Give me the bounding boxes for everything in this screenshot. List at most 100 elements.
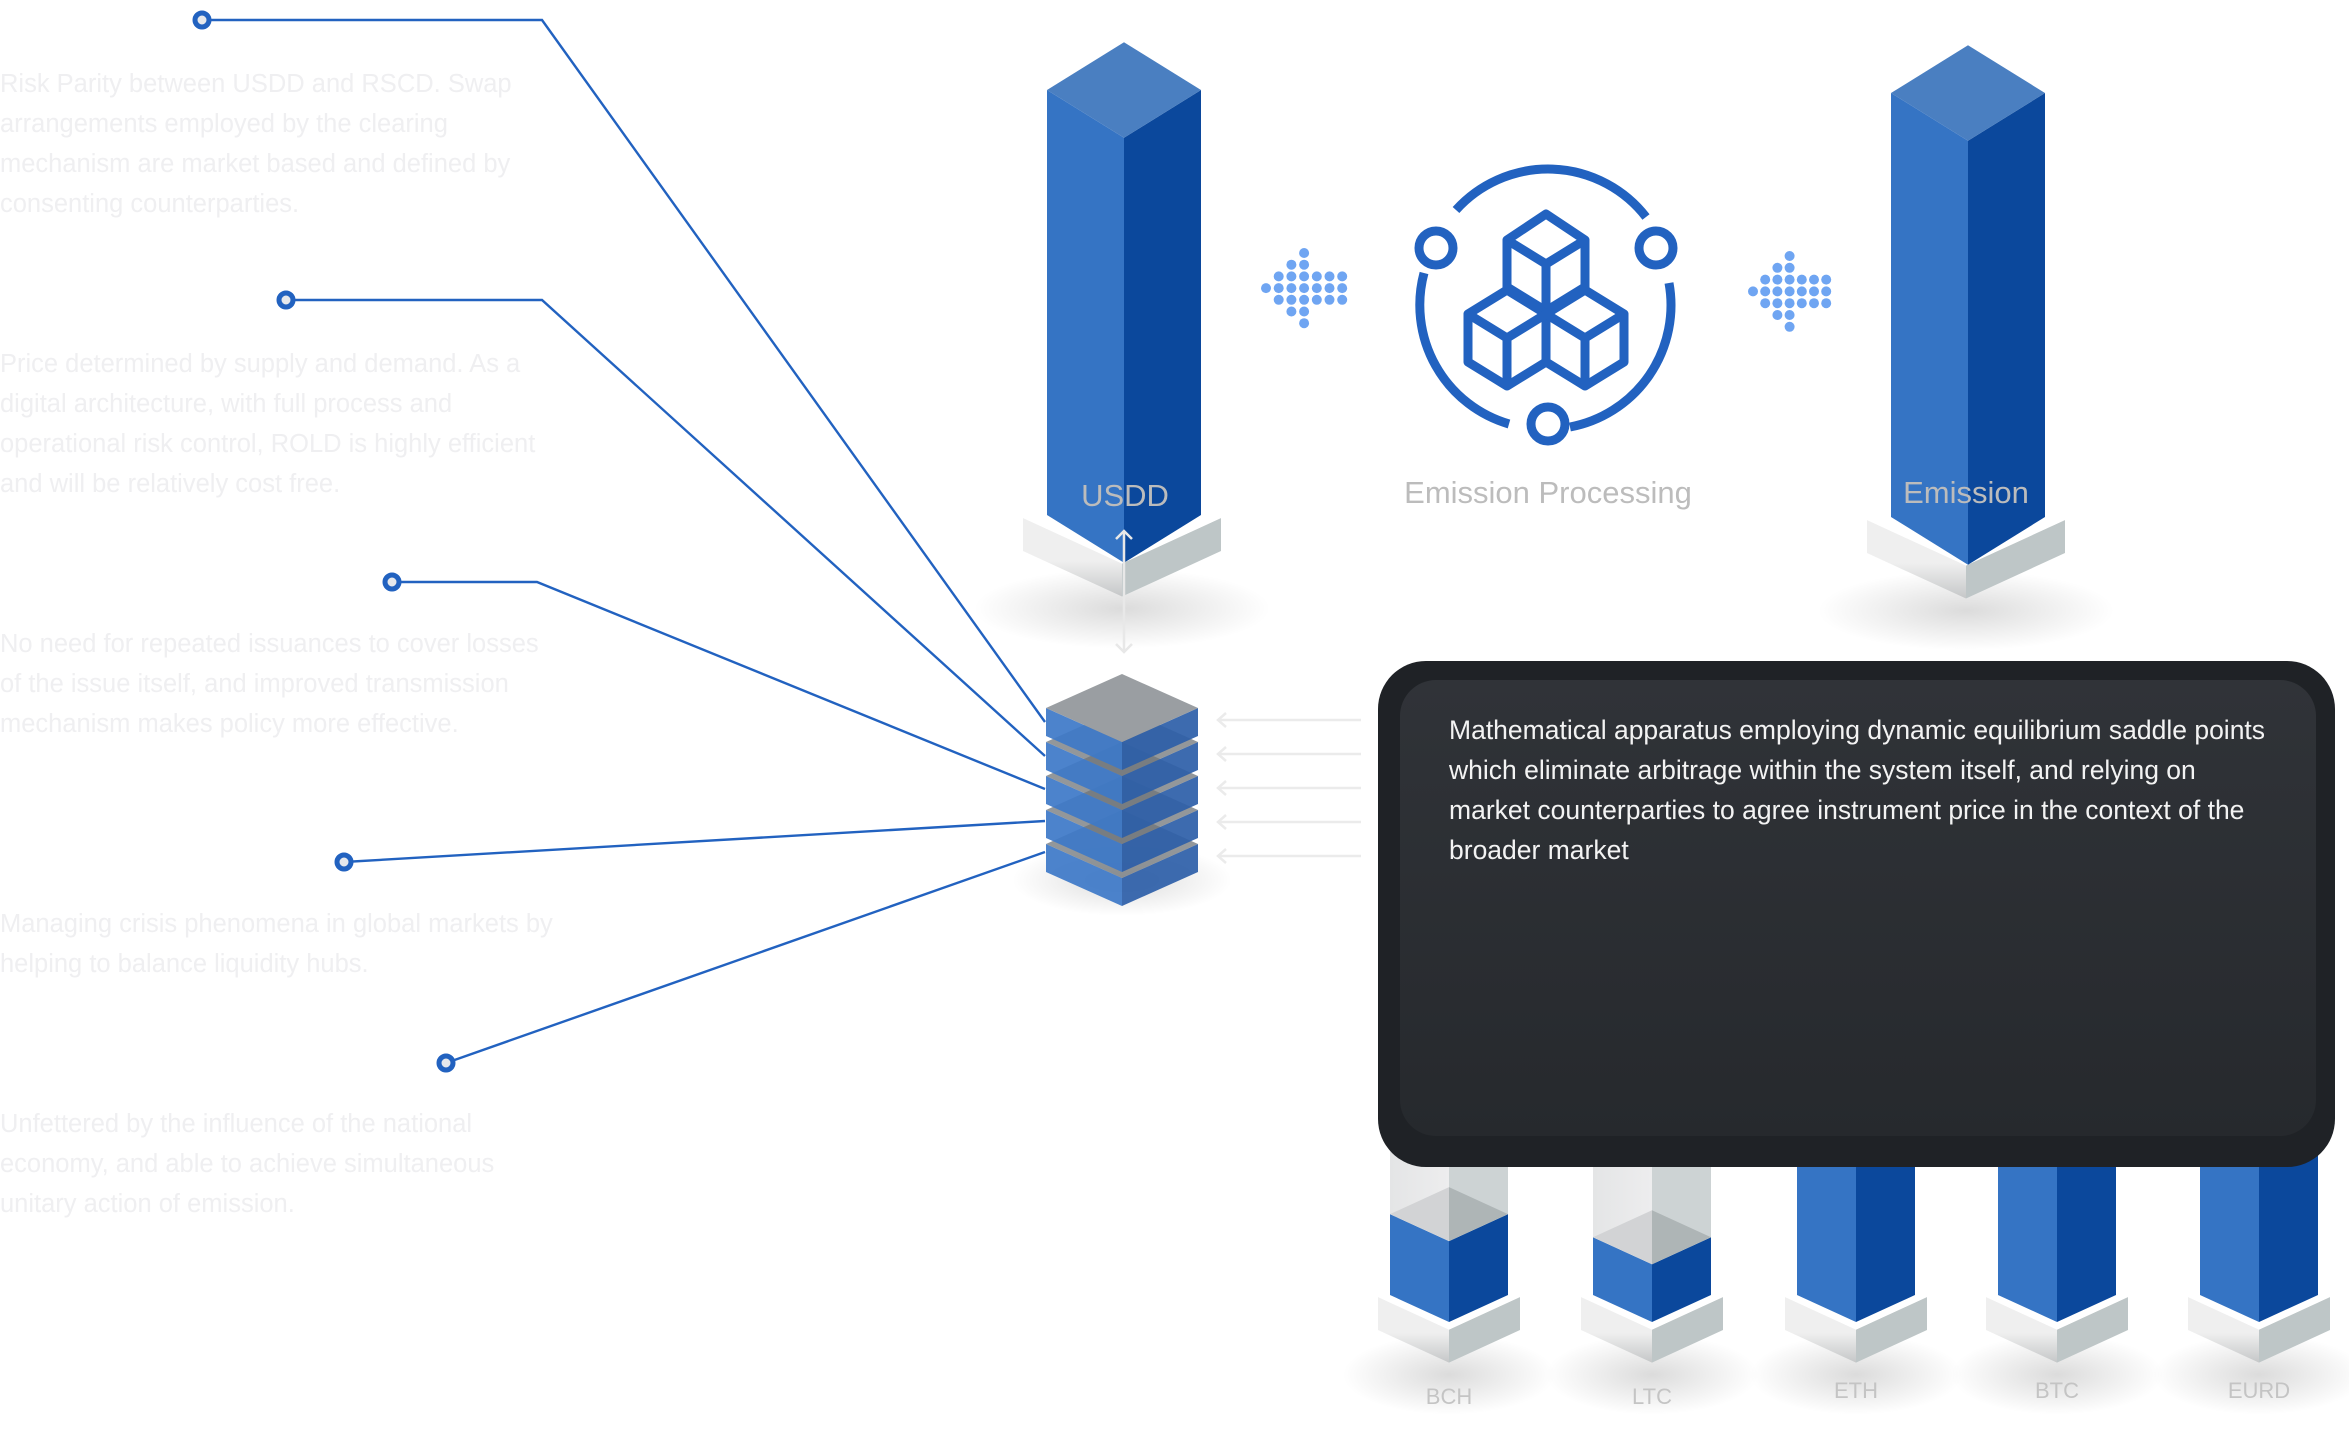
stack-layer xyxy=(1046,674,1198,770)
arrow-dot xyxy=(1286,294,1297,305)
connector-node-icon xyxy=(436,1053,456,1073)
arrow-dot xyxy=(1299,259,1310,270)
arrow-dot xyxy=(1784,298,1795,309)
arrow-dot xyxy=(1772,310,1783,320)
orbit-node-icon xyxy=(1414,226,1458,270)
arrow-dot xyxy=(1772,274,1783,285)
pillar-shadow xyxy=(973,568,1271,649)
pillar-base-left xyxy=(1986,1297,2057,1363)
arrow-dot xyxy=(1324,283,1335,294)
connector-line xyxy=(445,850,1046,1065)
pillar-shadow xyxy=(1342,1334,1556,1415)
feature-text: No need for repeated issuances to cover … xyxy=(0,630,539,738)
arrow-dot xyxy=(1760,298,1771,309)
arrow-dot xyxy=(1286,283,1297,294)
feature-connectors xyxy=(192,10,1046,1073)
feature-text: Managing crisis phenomena in global mark… xyxy=(0,910,553,978)
stack-layer-right xyxy=(1122,708,1198,770)
arrow-head xyxy=(1216,848,1227,864)
arrow-dot xyxy=(1311,294,1322,305)
pillar-face-right xyxy=(1968,93,2045,565)
info-box-inner xyxy=(1400,680,2316,1136)
coin-fill-left xyxy=(1390,1214,1449,1322)
pillar-base-left xyxy=(1785,1297,1856,1363)
stack-layer-right xyxy=(1122,810,1198,872)
arrow-dot xyxy=(1784,286,1795,297)
coin-fill-top-left xyxy=(1390,1187,1449,1242)
arrow-head xyxy=(1216,814,1227,830)
stack-layer-right xyxy=(1122,844,1198,906)
coin-fill-left xyxy=(1998,1135,2057,1322)
coin-fill-top-right xyxy=(1652,1210,1711,1265)
connector-node-icon xyxy=(382,572,402,592)
arrow-dot xyxy=(1821,274,1832,285)
connector-line xyxy=(286,298,1046,757)
coin-label: BTC xyxy=(2035,1378,2079,1403)
pillar-base-left xyxy=(1378,1297,1449,1363)
arrow-dot xyxy=(1299,283,1310,294)
stack-layer-left xyxy=(1046,810,1122,872)
coin-fill-left xyxy=(1593,1237,1652,1322)
emission-processing-label: Emission Processing xyxy=(1404,475,1692,510)
arrow-dot xyxy=(1809,298,1819,309)
arrow-dot xyxy=(1286,271,1297,282)
arrow-dot xyxy=(1821,298,1832,309)
arrow-dot xyxy=(1772,286,1783,297)
arrow-dot xyxy=(1796,298,1807,309)
arrow-dot xyxy=(1796,286,1807,297)
pillar-shadow xyxy=(1950,1334,2164,1415)
dotted-arrow-left-icon xyxy=(1261,248,1348,329)
arrow-dot xyxy=(1784,274,1795,285)
orbit-ring-arc xyxy=(1569,282,1676,432)
arrow-head xyxy=(1216,780,1227,796)
coin-fill-top-left xyxy=(1593,1210,1652,1265)
connector-line xyxy=(202,18,1046,723)
cube-icon xyxy=(1463,285,1551,391)
emission-pillar xyxy=(1817,45,2115,651)
arrow-dot xyxy=(1760,286,1771,297)
stack-layer-top xyxy=(1046,674,1198,742)
coin-fill-top-right xyxy=(1449,1187,1508,1242)
arrow-dot xyxy=(1311,283,1322,294)
feature-text: Price determined by supply and demand. A… xyxy=(0,350,536,498)
pillar-base-left xyxy=(1023,518,1122,597)
coin-fill-right xyxy=(1449,1214,1508,1322)
coin-fill-right xyxy=(1856,1121,1915,1322)
arrow-dot xyxy=(1337,294,1348,305)
arrow-dot xyxy=(1299,271,1310,282)
pillar-base-right xyxy=(1122,518,1221,597)
pillar-base-right xyxy=(1966,520,2065,599)
arrow-dot xyxy=(1261,283,1271,294)
pillar-face-top xyxy=(1047,42,1201,138)
arrow-dot xyxy=(1772,298,1783,309)
arrow-dot xyxy=(1337,283,1348,294)
arrow-dot xyxy=(1273,271,1284,282)
pillar-base-right xyxy=(2057,1297,2128,1363)
pillar-base-right xyxy=(1856,1297,1927,1363)
connector-node-icon xyxy=(334,852,354,872)
emission-label: Emission xyxy=(1903,475,2029,510)
arrow-dot xyxy=(1273,283,1284,294)
arrow-dot xyxy=(1748,286,1758,297)
arrow-dot xyxy=(1821,286,1832,297)
stack-layer-right xyxy=(1122,742,1198,804)
arrow-dot xyxy=(1809,286,1819,297)
pillar-shadow xyxy=(1749,1334,1963,1415)
pillar-base-left xyxy=(1867,520,1966,599)
pillar-shadow xyxy=(1545,1334,1759,1415)
arrow-dot xyxy=(1299,318,1310,329)
arrow-dot xyxy=(1299,306,1310,317)
pillar-base-left xyxy=(1581,1297,1652,1363)
pillar-base-right xyxy=(2259,1297,2330,1363)
pillar-face-left xyxy=(1047,90,1124,563)
arrow-dot xyxy=(1784,262,1795,273)
arrow-dot xyxy=(1784,310,1795,320)
connector-node-icon xyxy=(192,10,212,30)
info-box-text: Mathematical apparatus employing dynamic… xyxy=(1449,715,2266,865)
coin-fill-left xyxy=(2200,1135,2259,1322)
arrow-dot xyxy=(1809,274,1819,285)
coin-label: LTC xyxy=(1632,1384,1672,1409)
orbit-node-icon xyxy=(1634,226,1678,270)
cube-icon xyxy=(1541,285,1629,391)
blockchain-cubes-icon xyxy=(1414,164,1678,446)
